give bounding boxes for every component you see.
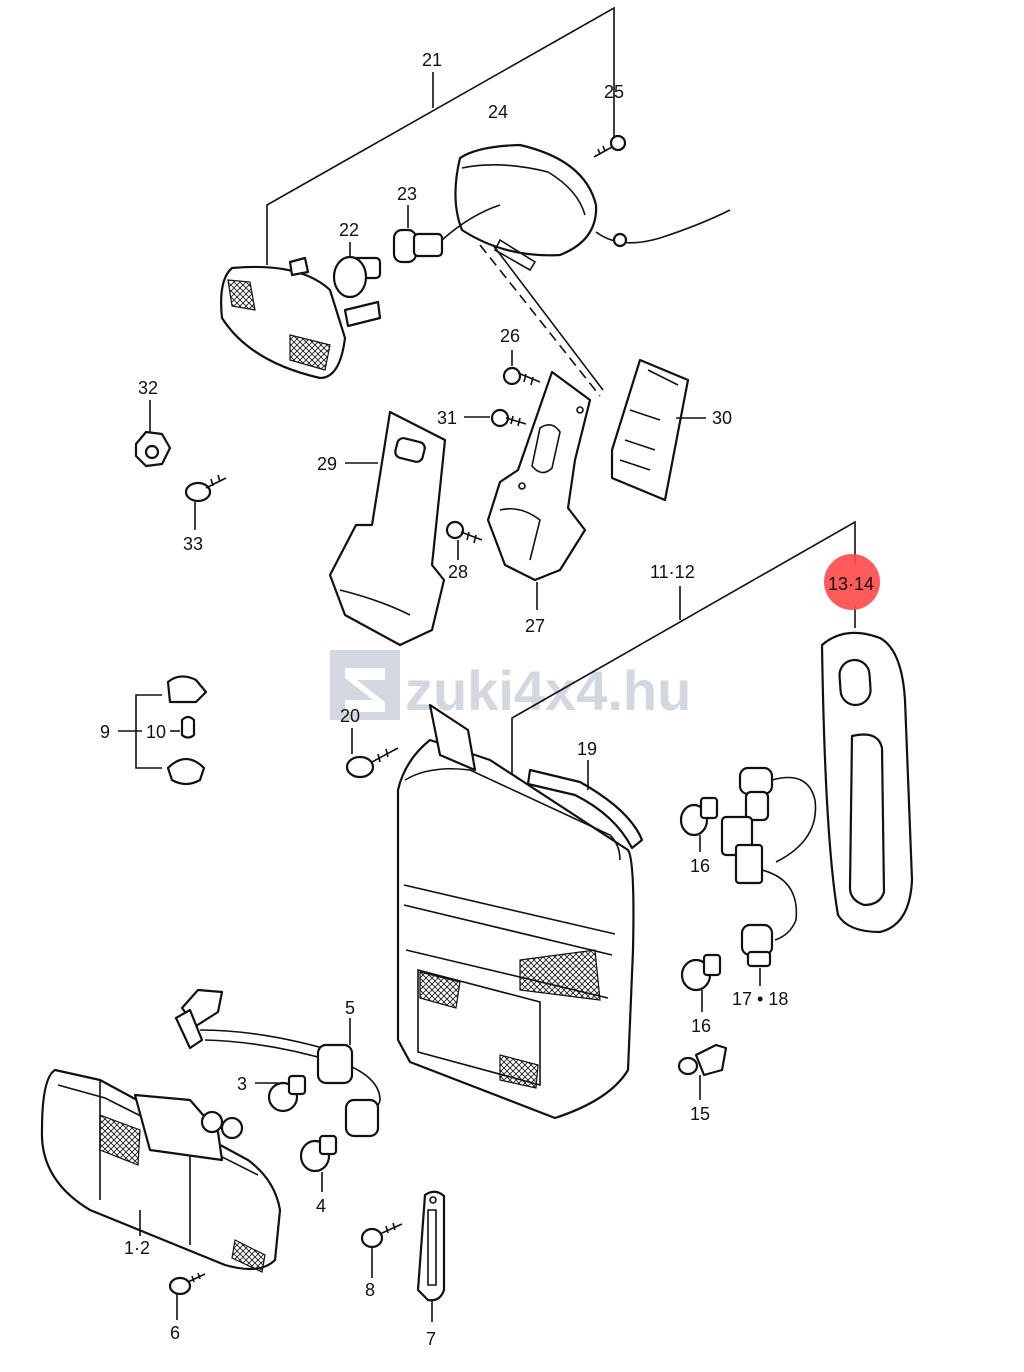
callout-4: 4 bbox=[316, 1196, 326, 1216]
socket-group bbox=[677, 766, 817, 1100]
part-21-side-marker-lens bbox=[220, 256, 382, 380]
lamp-divider-2 bbox=[403, 904, 613, 956]
watermark-text: zuki4x4.hu bbox=[405, 659, 691, 722]
callout-29: 29 bbox=[317, 454, 337, 474]
callout-15: 15 bbox=[690, 1104, 710, 1124]
callout-25: 25 bbox=[604, 82, 624, 102]
callout-23: 23 bbox=[397, 184, 417, 204]
front-hatch-2 bbox=[231, 1239, 266, 1273]
part-9-clip-top bbox=[166, 675, 208, 704]
watermark: zuki4x4.hu bbox=[330, 650, 691, 722]
front-hatch-1 bbox=[99, 1114, 141, 1166]
callout-28: 28 bbox=[448, 562, 468, 582]
part-8-screw bbox=[360, 1222, 403, 1278]
part-20-screw bbox=[345, 728, 399, 779]
lamp-divider-1 bbox=[403, 884, 616, 935]
callout-26: 26 bbox=[500, 326, 520, 346]
side-marker-group bbox=[220, 6, 731, 380]
part-29-cover bbox=[328, 410, 447, 647]
front-lamp-socket-a bbox=[200, 1110, 224, 1134]
part-6-screw bbox=[168, 1272, 206, 1320]
highlight-marker bbox=[824, 554, 880, 610]
callout-9: 9 bbox=[100, 722, 110, 742]
callout-8: 8 bbox=[365, 1280, 375, 1300]
bracket-21 bbox=[266, 6, 615, 265]
part-32-nut bbox=[134, 400, 172, 468]
callout-33: 33 bbox=[183, 534, 203, 554]
part-30-bracket bbox=[610, 358, 706, 502]
part-24-tab bbox=[493, 238, 537, 272]
callout-17-18: 17 • 18 bbox=[732, 989, 788, 1009]
lamp-inner-edge bbox=[404, 767, 621, 861]
part-31-screw bbox=[464, 408, 527, 428]
part-7-bracket bbox=[416, 1190, 446, 1322]
part-15-fastener bbox=[677, 1043, 728, 1100]
front-lamp-rear-housing bbox=[133, 1093, 224, 1162]
callout-10: 10 bbox=[146, 722, 166, 742]
part-26-screw bbox=[502, 350, 541, 386]
callout-7: 7 bbox=[426, 1329, 436, 1349]
front-lamp-group bbox=[40, 988, 446, 1322]
part-3-bulb bbox=[255, 1074, 307, 1113]
callout-27: 27 bbox=[525, 616, 545, 636]
part-10-clip-pin bbox=[170, 715, 196, 739]
bracket-11-12 bbox=[511, 520, 856, 783]
part-5-wiring-harness bbox=[174, 988, 381, 1138]
lamp-reverse-lens bbox=[417, 968, 541, 1087]
guide-line-27 bbox=[492, 244, 604, 391]
part-17-18-socket-upper bbox=[738, 766, 817, 863]
part-24-marker-housing bbox=[454, 143, 598, 257]
part-24-inner bbox=[461, 164, 586, 216]
part-19-gasket bbox=[526, 760, 644, 850]
callout-22: 22 bbox=[339, 220, 359, 240]
lamp-hatch-2 bbox=[419, 971, 461, 1009]
part-13-14-gasket bbox=[820, 605, 914, 934]
part-23-socket bbox=[392, 204, 501, 264]
watermark-logo-s bbox=[345, 668, 385, 712]
callout-31: 31 bbox=[437, 408, 457, 428]
callout-labels: 21 25 24 23 22 26 32 31 30 29 33 28 11·1… bbox=[100, 50, 874, 1349]
part-27-bracket bbox=[486, 370, 592, 610]
part-25-screw bbox=[593, 134, 627, 158]
part-16-bulb-upper bbox=[679, 796, 719, 852]
lamp-hatch-3 bbox=[499, 1054, 539, 1089]
wire-24 bbox=[595, 209, 731, 244]
callout-11-12: 11·12 bbox=[650, 562, 695, 582]
callout-32: 32 bbox=[138, 378, 158, 398]
callout-5: 5 bbox=[345, 998, 355, 1018]
part-22-bulb bbox=[332, 242, 382, 299]
callout-16-lower: 16 bbox=[691, 1016, 711, 1036]
rear-lamp-group bbox=[345, 520, 856, 1120]
part-16-bulb-lower bbox=[680, 953, 722, 1012]
part-9-clip-cap bbox=[166, 757, 206, 786]
lamp-hatch-1 bbox=[519, 949, 601, 1001]
callout-13-14: 13·14 bbox=[828, 574, 874, 594]
wire-grommet bbox=[612, 232, 628, 248]
connector bbox=[720, 815, 798, 941]
part-4-bulb bbox=[299, 1134, 338, 1192]
callout-30: 30 bbox=[712, 408, 732, 428]
lamp-tab bbox=[428, 703, 477, 772]
guide-line-24 bbox=[479, 244, 601, 397]
callout-16-upper: 16 bbox=[690, 856, 710, 876]
callout-21: 21 bbox=[422, 50, 442, 70]
callout-20: 20 bbox=[340, 706, 360, 726]
part-17-18-socket-lower bbox=[740, 923, 774, 986]
bracket-9 bbox=[118, 694, 162, 769]
part-33-screw bbox=[184, 474, 227, 530]
callout-6: 6 bbox=[170, 1323, 180, 1343]
part-11-12-rear-lamp-housing bbox=[396, 738, 635, 1120]
callout-19: 19 bbox=[577, 739, 597, 759]
callout-3: 3 bbox=[237, 1074, 247, 1094]
clip-group bbox=[118, 675, 208, 786]
bracket-group bbox=[134, 350, 706, 647]
callout-24: 24 bbox=[488, 102, 508, 122]
part-28-screw bbox=[445, 520, 483, 560]
callout-1-2: 1·2 bbox=[124, 1238, 150, 1258]
front-lamp-socket-b bbox=[220, 1116, 244, 1140]
